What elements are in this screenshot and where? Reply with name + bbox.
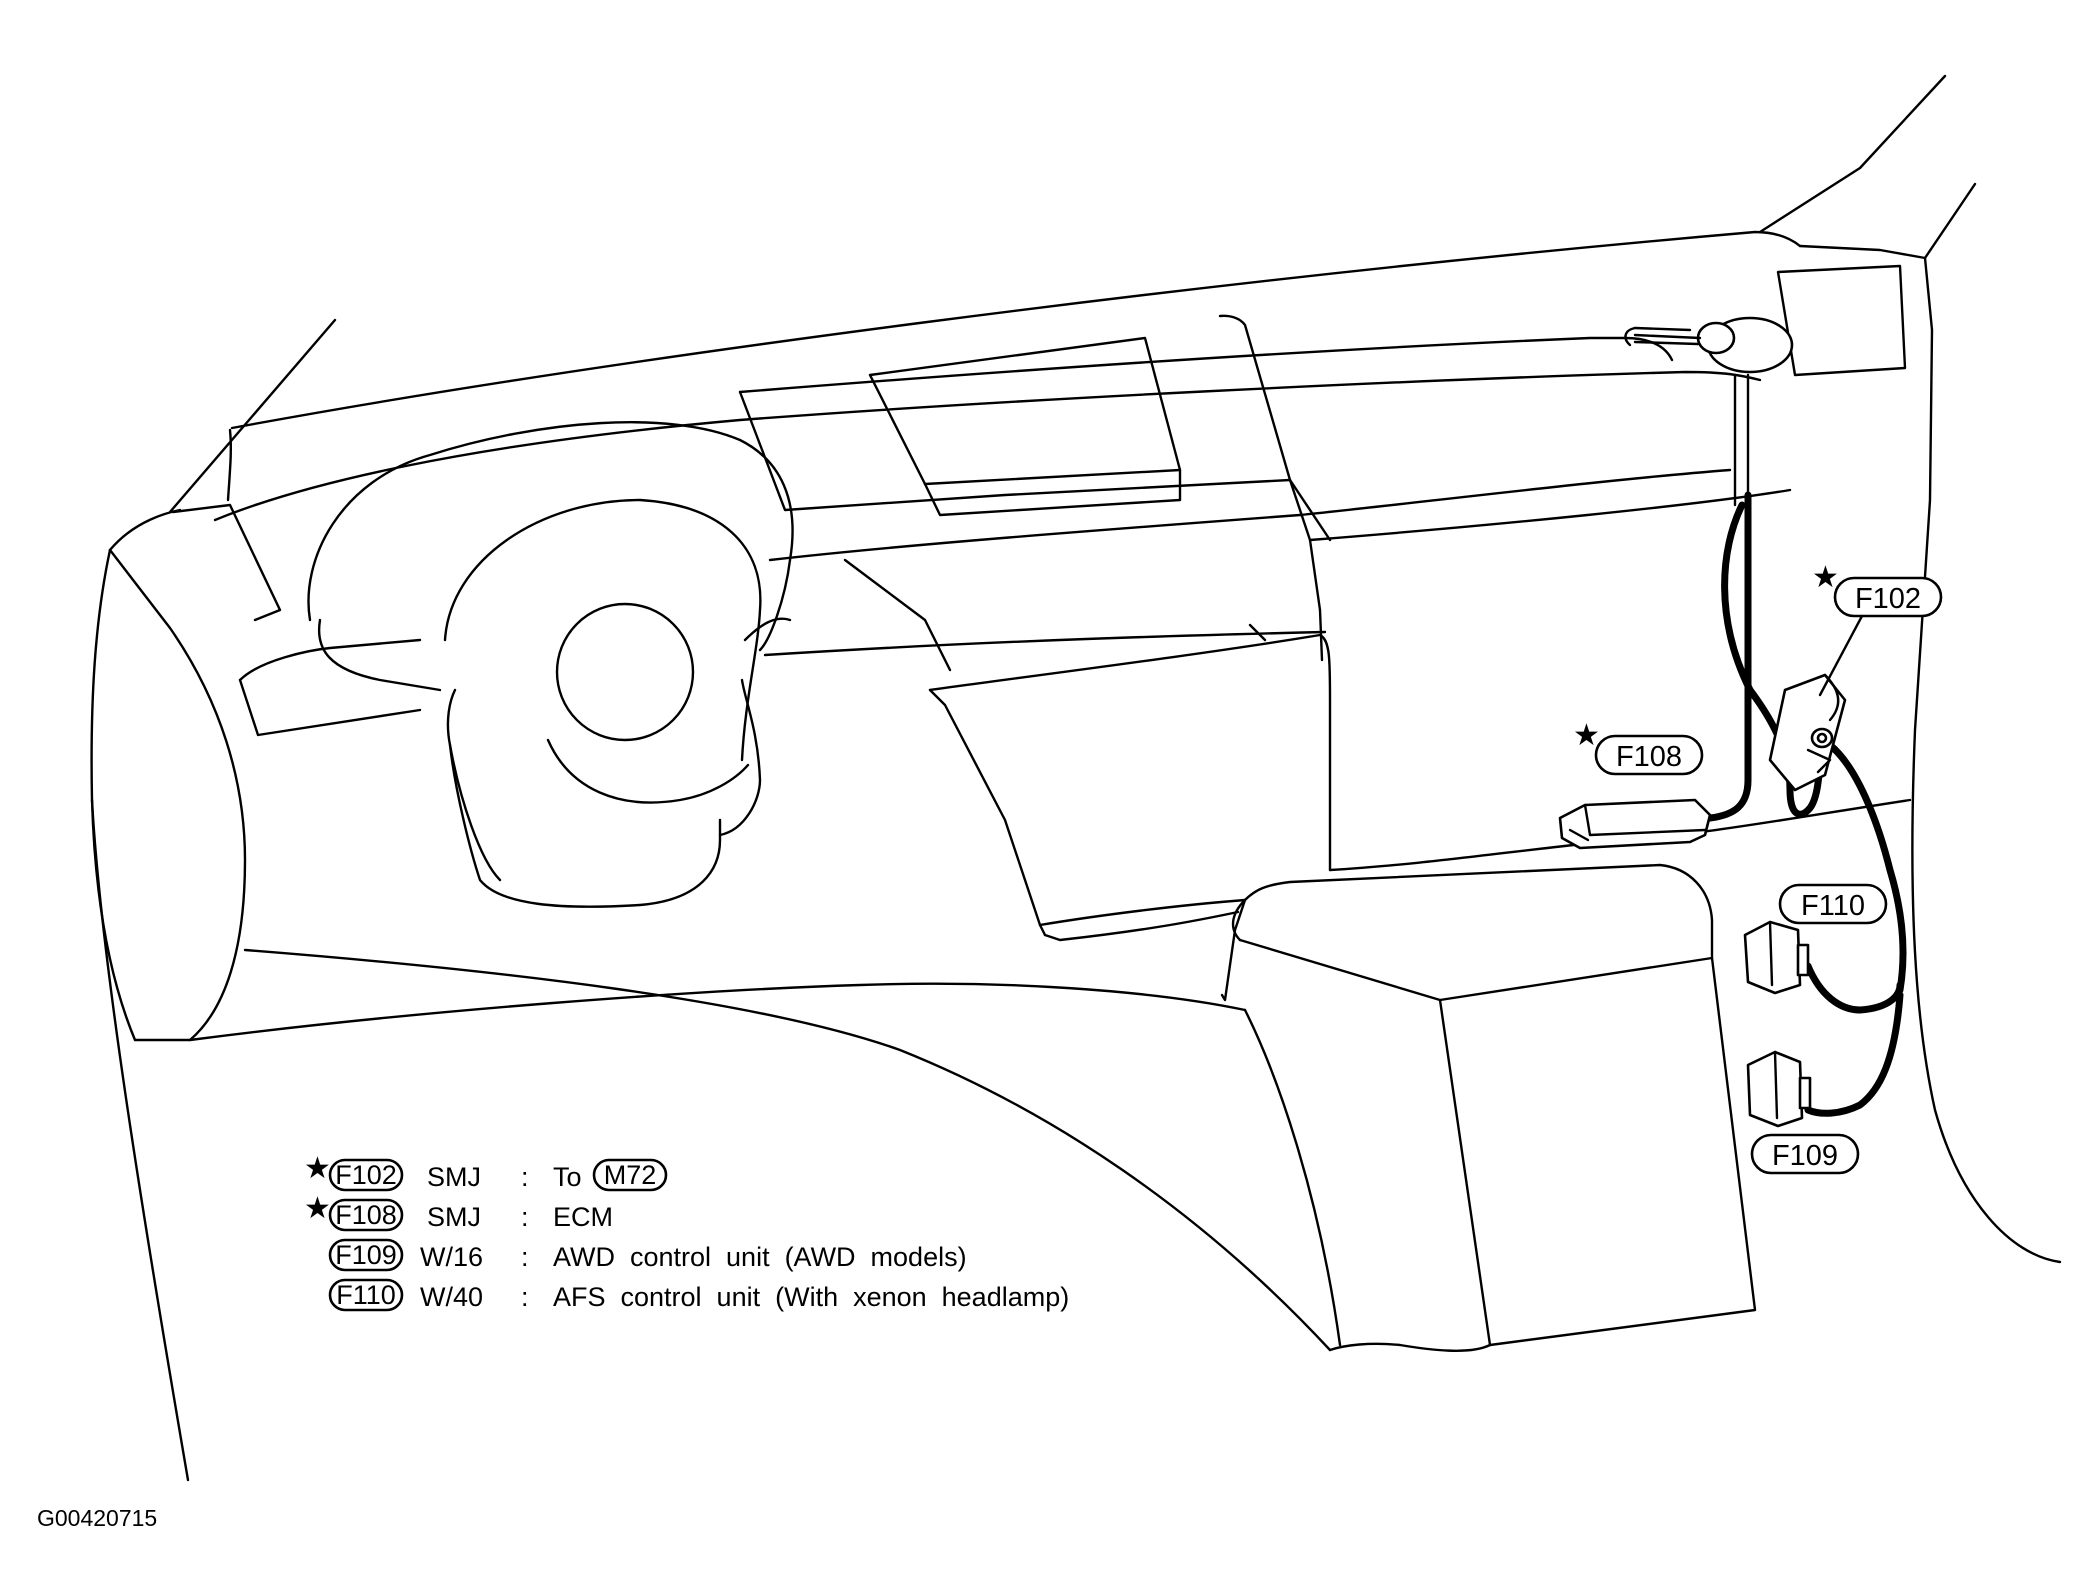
callout-f109-label: F109: [1772, 1140, 1838, 1172]
wiring-harness: [1624, 316, 1907, 1117]
figure-id: G00420715: [37, 1505, 157, 1531]
grommet: [1624, 316, 1794, 374]
legend-colon: :: [521, 1202, 529, 1232]
legend-code: F102: [335, 1160, 397, 1190]
legend-colon: :: [521, 1242, 529, 1272]
legend-row-f108: ★ F108 SMJ : ECM: [304, 1192, 613, 1232]
legend-colon: :: [521, 1162, 529, 1192]
connector-f108-body: [1558, 798, 1712, 850]
connector-f109-body: [1746, 1050, 1812, 1128]
callout-f108: ★ F108: [1573, 719, 1704, 776]
legend-code: F110: [336, 1280, 396, 1310]
callout-f108-label: F108: [1616, 741, 1682, 773]
star-icon: ★: [304, 1152, 331, 1185]
connector-legend: ★ F102 SMJ : To M72 ★ F108 SMJ : ECM F10…: [304, 1152, 1069, 1312]
legend-type: SMJ: [427, 1202, 481, 1232]
legend-desc: AWD control unit (AWD models): [553, 1242, 967, 1272]
legend-code: F108: [335, 1200, 397, 1230]
callout-f110-label: F110: [1801, 890, 1865, 922]
legend-desc: ECM: [553, 1202, 613, 1232]
legend-code: F109: [335, 1240, 397, 1270]
legend-row-f110: F110 W/40 : AFS control unit (With xenon…: [328, 1278, 1069, 1312]
star-icon: ★: [1573, 719, 1600, 752]
legend-desc-code: M72: [604, 1160, 657, 1190]
legend-type: W/40: [420, 1282, 483, 1312]
connector-f102-body: [1768, 673, 1847, 792]
star-icon: ★: [1812, 561, 1839, 594]
legend-desc: To: [553, 1162, 582, 1192]
callout-f102-label: F102: [1855, 583, 1921, 615]
legend-colon: :: [521, 1282, 529, 1312]
legend-row-f102: ★ F102 SMJ : To M72: [304, 1152, 668, 1192]
legend-desc: AFS control unit (With xenon headlamp): [553, 1282, 1069, 1312]
connector-f110-body: [1743, 920, 1810, 995]
dashboard-illustration: [90, 74, 2062, 1482]
legend-type: W/16: [420, 1242, 483, 1272]
callout-f109: F109: [1750, 1133, 1860, 1175]
legend-type: SMJ: [427, 1162, 481, 1192]
callout-f110: F110: [1778, 883, 1888, 925]
legend-row-f109: F109 W/16 : AWD control unit (AWD models…: [328, 1238, 967, 1272]
star-icon: ★: [304, 1192, 331, 1225]
callout-f102: ★ F102: [1812, 561, 1943, 697]
